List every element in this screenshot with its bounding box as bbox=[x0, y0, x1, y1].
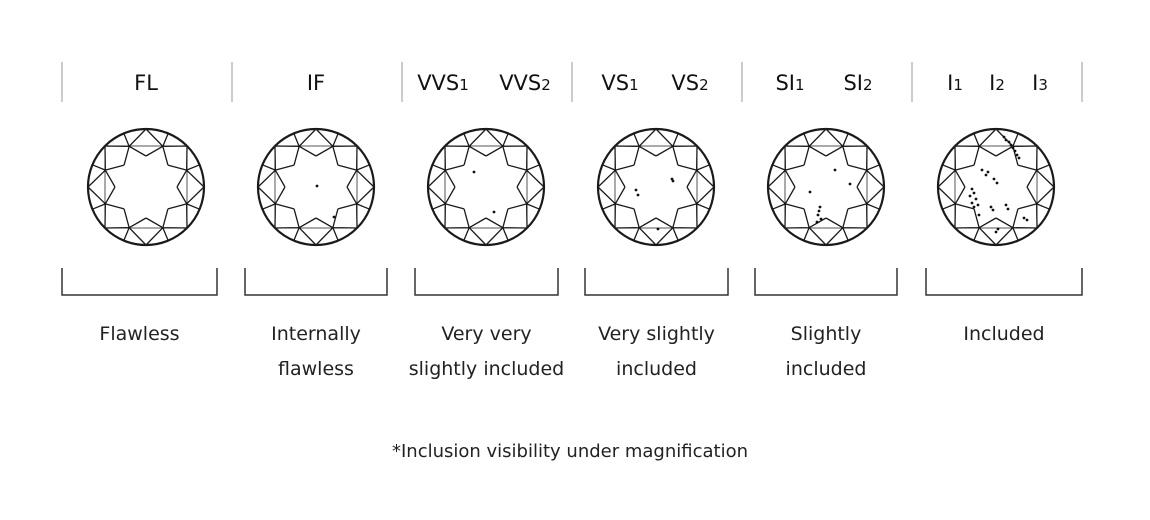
grade-label: VS1 bbox=[601, 71, 638, 95]
inclusion-mark bbox=[1004, 203, 1008, 207]
grade-description: flawless bbox=[278, 358, 354, 380]
grade-column-if: IF Internally flawless bbox=[244, 71, 388, 380]
grade-label: VVS2 bbox=[499, 71, 551, 95]
inclusion-mark bbox=[1015, 153, 1019, 157]
grade-description: Internally bbox=[271, 323, 361, 345]
inclusion-mark bbox=[986, 170, 990, 174]
inclusion-mark bbox=[492, 210, 496, 214]
grade-bracket bbox=[244, 268, 388, 296]
inclusion-mark bbox=[970, 187, 974, 191]
inclusion-mark bbox=[634, 188, 638, 192]
inclusion-mark bbox=[1007, 140, 1011, 144]
inclusion-mark bbox=[332, 215, 336, 219]
grade-description: Very slightly bbox=[598, 323, 715, 345]
inclusion-mark bbox=[996, 227, 1000, 231]
grade-label: I2 bbox=[989, 71, 1005, 95]
grade-label: SI1 bbox=[775, 71, 804, 95]
inclusion-mark bbox=[1013, 149, 1017, 153]
inclusion-mark bbox=[977, 213, 981, 217]
diamond-top-view bbox=[936, 127, 1056, 247]
inclusion-mark bbox=[636, 193, 640, 197]
inclusion-mark bbox=[984, 173, 988, 177]
inclusion-mark bbox=[991, 208, 995, 212]
inclusion-mark bbox=[994, 230, 998, 234]
inclusion-mark bbox=[1002, 135, 1006, 139]
grade-bracket bbox=[754, 268, 898, 296]
inclusion-mark bbox=[992, 177, 996, 181]
inclusion-mark bbox=[1017, 156, 1021, 160]
inclusion-mark bbox=[972, 205, 976, 209]
inclusion-mark bbox=[671, 179, 675, 183]
inclusion-mark bbox=[968, 194, 972, 198]
inclusion-mark bbox=[833, 168, 837, 172]
inclusion-mark bbox=[656, 227, 660, 231]
diamond-top-view bbox=[596, 127, 716, 247]
inclusion-mark bbox=[976, 203, 980, 207]
grade-description: Flawless bbox=[99, 323, 179, 345]
inclusion-mark bbox=[980, 168, 984, 172]
inclusion-mark bbox=[1011, 146, 1015, 150]
inclusion-mark bbox=[1004, 138, 1008, 142]
grade-label: I1 bbox=[947, 71, 963, 95]
grade-label: SI2 bbox=[843, 71, 872, 95]
inclusion-mark bbox=[315, 184, 319, 188]
grade-label: I3 bbox=[1032, 71, 1048, 95]
grade-bracket bbox=[584, 268, 729, 296]
inclusion-mark bbox=[817, 209, 821, 213]
inclusion-mark bbox=[815, 220, 819, 224]
grade-label: VS2 bbox=[671, 71, 708, 95]
inclusion-mark bbox=[808, 190, 812, 194]
inclusion-mark bbox=[989, 205, 993, 209]
inclusion-mark bbox=[995, 181, 999, 185]
diamond-top-view bbox=[766, 127, 886, 247]
inclusion-mark bbox=[1009, 143, 1013, 147]
inclusion-mark bbox=[972, 191, 976, 195]
grade-description: included bbox=[616, 358, 697, 380]
diamond-top-view bbox=[86, 127, 206, 247]
inclusion-mark bbox=[819, 217, 823, 221]
grade-description: included bbox=[786, 358, 867, 380]
grade-label: IF bbox=[307, 71, 325, 95]
inclusion-mark bbox=[1006, 207, 1010, 211]
grade-description: slightly included bbox=[409, 358, 564, 380]
grade-description: Included bbox=[963, 323, 1044, 345]
inclusion-mark bbox=[472, 170, 476, 174]
inclusion-mark bbox=[818, 205, 822, 209]
grade-bracket bbox=[414, 268, 559, 296]
inclusion-mark bbox=[974, 197, 978, 201]
grade-bracket bbox=[61, 268, 218, 296]
inclusion-mark bbox=[816, 213, 820, 217]
grade-bracket bbox=[925, 268, 1083, 296]
grade-column-fl: FL Flawless bbox=[61, 71, 218, 345]
footnote: *Inclusion visibility under magnificatio… bbox=[392, 441, 748, 462]
inclusion-mark bbox=[970, 201, 974, 205]
diamond-top-view bbox=[426, 127, 546, 247]
inclusion-mark bbox=[848, 182, 852, 186]
grade-description: Very very bbox=[441, 323, 531, 345]
grade-label: FL bbox=[134, 71, 158, 95]
inclusion-mark bbox=[1025, 218, 1029, 222]
inclusion-mark bbox=[1022, 216, 1026, 220]
grade-label: VVS1 bbox=[417, 71, 469, 95]
grade-description: Slightly bbox=[791, 323, 862, 345]
diamond-top-view bbox=[256, 127, 376, 247]
